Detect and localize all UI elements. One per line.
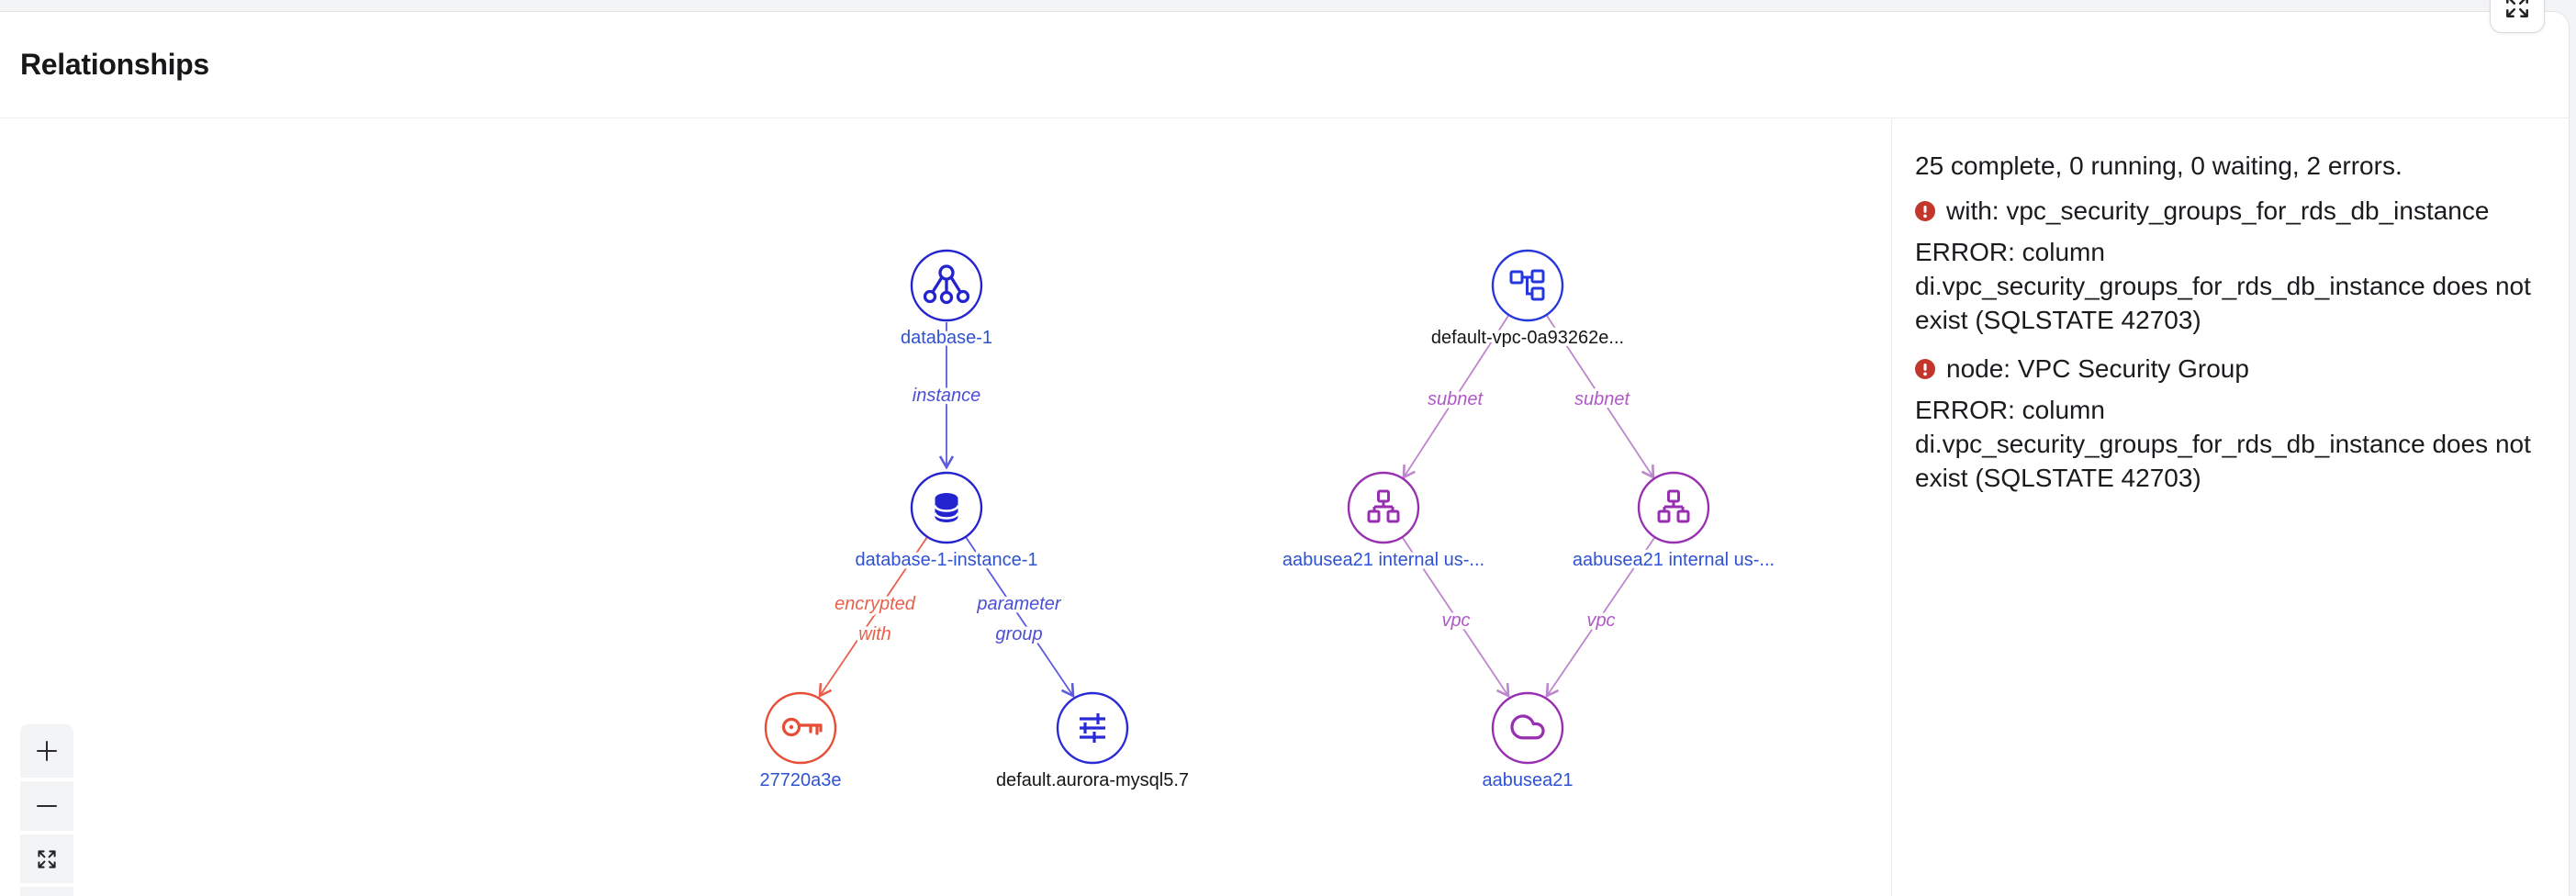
hierarchy-icon [1657,489,1690,523]
edge-line [1546,315,1655,480]
edge-label-subnet-right: subnet [1574,389,1630,409]
relationships-card: Relationships [0,11,2570,896]
error-1-message: ERROR: column di.vpc_security_groups_for… [1915,238,2531,334]
error-source-text: with: vpc_security_groups_for_rds_db_ins… [1946,196,2490,225]
node-label: default-vpc-0a93262e... [1431,328,1624,348]
error-2-message: ERROR: column di.vpc_security_groups_for… [1915,396,2531,492]
edge-line [1402,315,1509,480]
node-database-1-instance-1[interactable]: database-1-instance-1 [852,471,1041,574]
hierarchy-icon [1367,489,1400,523]
run-status: 25 complete, 0 running, 0 waiting, 2 err… [1915,151,2402,180]
node-default-aurora-mysql5-7[interactable]: default.aurora-mysql5.7 [992,691,1193,794]
error-1-head: with: vpc_security_groups_for_rds_db_ins… [1915,194,2543,228]
expand-icon [2506,0,2528,17]
zoom-out-button[interactable] [20,781,73,831]
node-subnet-right[interactable]: aabusea21 internal us-... [1569,471,1778,574]
node-database-1[interactable]: database-1 [897,249,996,352]
node-default-vpc[interactable]: default-vpc-0a93262e... [1428,249,1628,352]
plus-icon [37,741,57,761]
run-status-panel: 25 complete, 0 running, 0 waiting, 2 err… [1891,119,2569,896]
edge-encrypted-with [818,536,928,699]
page-title: Relationships [20,48,209,81]
node-label: aabusea21 [1483,770,1574,790]
edge-label-subnet-left: subnet [1428,389,1484,409]
node-label: default.aurora-mysql5.7 [996,770,1189,790]
sliders-icon [1080,713,1105,743]
relationship-graph-canvas[interactable]: instance encrypted with parameter group … [0,119,1891,896]
node-label: database-1 [901,328,992,348]
edge-subnet-right [1546,315,1655,480]
extra-canvas-button[interactable] [20,887,73,896]
edge-line [965,536,1075,699]
edge-label-encrypted: encrypted [834,594,916,614]
card-header: Relationships [0,12,2569,118]
node-ring [1491,691,1564,765]
fullscreen-button[interactable] [2490,0,2545,33]
node-label: aabusea21 internal us-... [1282,550,1484,570]
edge-subnet-left [1402,315,1509,480]
fit-view-button[interactable] [20,834,73,883]
node-label: 27720a3e [760,770,842,790]
edge-label-vpc-left: vpc [1441,610,1470,631]
canvas-zoom-controls [20,724,73,896]
error-source-text: node: VPC Security Group [1946,354,2249,383]
expand-icon [38,849,56,868]
edge-vpc-right [1545,537,1655,699]
node-27720a3e[interactable]: 27720a3e [756,691,845,794]
edge-line [1402,537,1510,699]
card-content: instance encrypted with parameter group … [0,119,2569,896]
node-label: database-1-instance-1 [855,550,1037,570]
database-icon [934,493,959,522]
key-icon [781,717,823,737]
edge-vpc-left [1402,537,1510,699]
edge-label-instance: instance [913,386,981,406]
node-aabusea21[interactable]: aabusea21 [1479,691,1576,794]
error-2-head: node: VPC Security Group [1915,352,2543,386]
error-icon [1915,358,1935,379]
error-icon [1915,200,1935,221]
node-label: aabusea21 internal us-... [1573,550,1775,570]
edge-line [818,536,928,699]
network-icon [1509,269,1545,301]
edge-line [1545,537,1655,699]
cluster-icon [923,264,970,305]
node-subnet-left[interactable]: aabusea21 internal us-... [1279,471,1488,574]
minus-icon [37,805,57,807]
edge-label-vpc-right: vpc [1586,610,1615,631]
cloud-icon [1510,714,1545,740]
edge-parameter-group [965,536,1075,699]
zoom-in-button[interactable] [20,724,73,778]
edge-label-with: with [858,624,891,644]
edge-label-parameter: parameter [976,594,1061,614]
edge-label-group: group [995,624,1042,644]
